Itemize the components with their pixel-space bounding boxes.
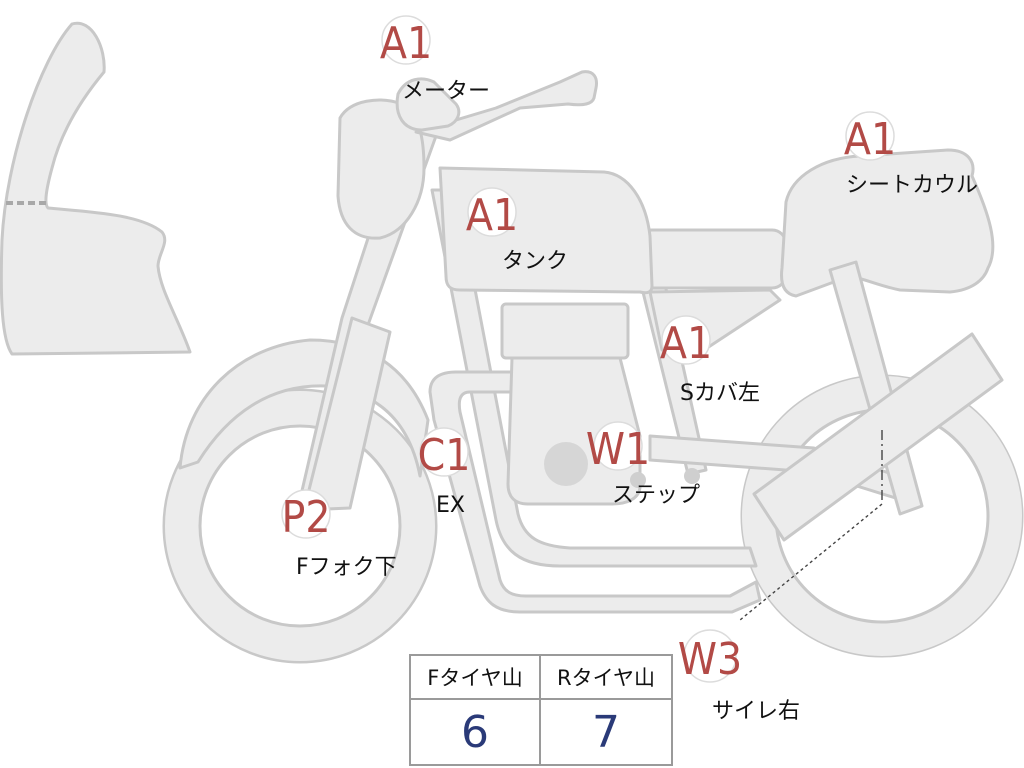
- grade-code: P2: [281, 492, 330, 543]
- grade-code: A1: [844, 114, 896, 165]
- front-tire-value: 6: [411, 700, 541, 764]
- grade-marker-seat-cowl: A1 シートカウル: [844, 111, 978, 198]
- grade-marker-meter: A1 メーター: [380, 15, 490, 104]
- windscreen-shape: [0, 21, 192, 356]
- exhaust-pipe-shape: [428, 370, 762, 614]
- grade-code: W3: [678, 634, 742, 685]
- frame-down-tube: [430, 188, 758, 568]
- grade-code: A1: [380, 18, 432, 69]
- handlebar-shape: [414, 70, 598, 142]
- part-label: サイレ右: [712, 699, 800, 724]
- seat-shape: [636, 228, 788, 290]
- grade-marker-silencer: W3 サイレ右: [678, 629, 800, 724]
- grade-marker-tank: A1 タンク: [466, 187, 568, 274]
- grade-code: W1: [586, 424, 650, 475]
- step-peg-left: [630, 472, 646, 488]
- grade-marker-step: W1 ステップ: [586, 421, 700, 508]
- part-label: EX: [436, 493, 465, 518]
- meter-shape: [395, 77, 461, 132]
- part-label: メーター: [402, 79, 490, 104]
- rear-tire-header: Rタイヤ山: [541, 656, 671, 700]
- rear-tire-value: 7: [592, 706, 620, 758]
- part-label: ステップ: [612, 483, 700, 508]
- part-label: Fフォク下: [296, 555, 397, 580]
- silencer-leader-line: [739, 430, 883, 621]
- front-wheel: [162, 388, 438, 664]
- grade-marker-side-cover: A1 Sカバ左: [660, 315, 760, 406]
- headlight-shape: [336, 98, 426, 240]
- fork-lower-sleeve: [302, 316, 392, 512]
- grade-marker-exhaust: C1 EX: [418, 427, 471, 518]
- part-label: Sカバ左: [680, 381, 760, 406]
- engine-cylinder-head: [500, 302, 630, 360]
- tire-tread-table: Fタイヤ山 Rタイヤ山 6 7: [409, 654, 673, 766]
- front-tire-header: Fタイヤ山: [411, 656, 541, 700]
- engine-cover-circle: [544, 442, 588, 486]
- grade-code: C1: [418, 430, 471, 481]
- grade-code: A1: [660, 318, 712, 369]
- seat-cowl-shape: [780, 148, 995, 298]
- part-label: タンク: [502, 249, 568, 274]
- silencer-shape: [752, 332, 1004, 542]
- part-label: シートカウル: [846, 173, 978, 198]
- step-peg-right: [684, 468, 700, 484]
- grade-marker-front-fork: P2 Fフォク下: [281, 489, 397, 580]
- grade-code: A1: [466, 190, 518, 241]
